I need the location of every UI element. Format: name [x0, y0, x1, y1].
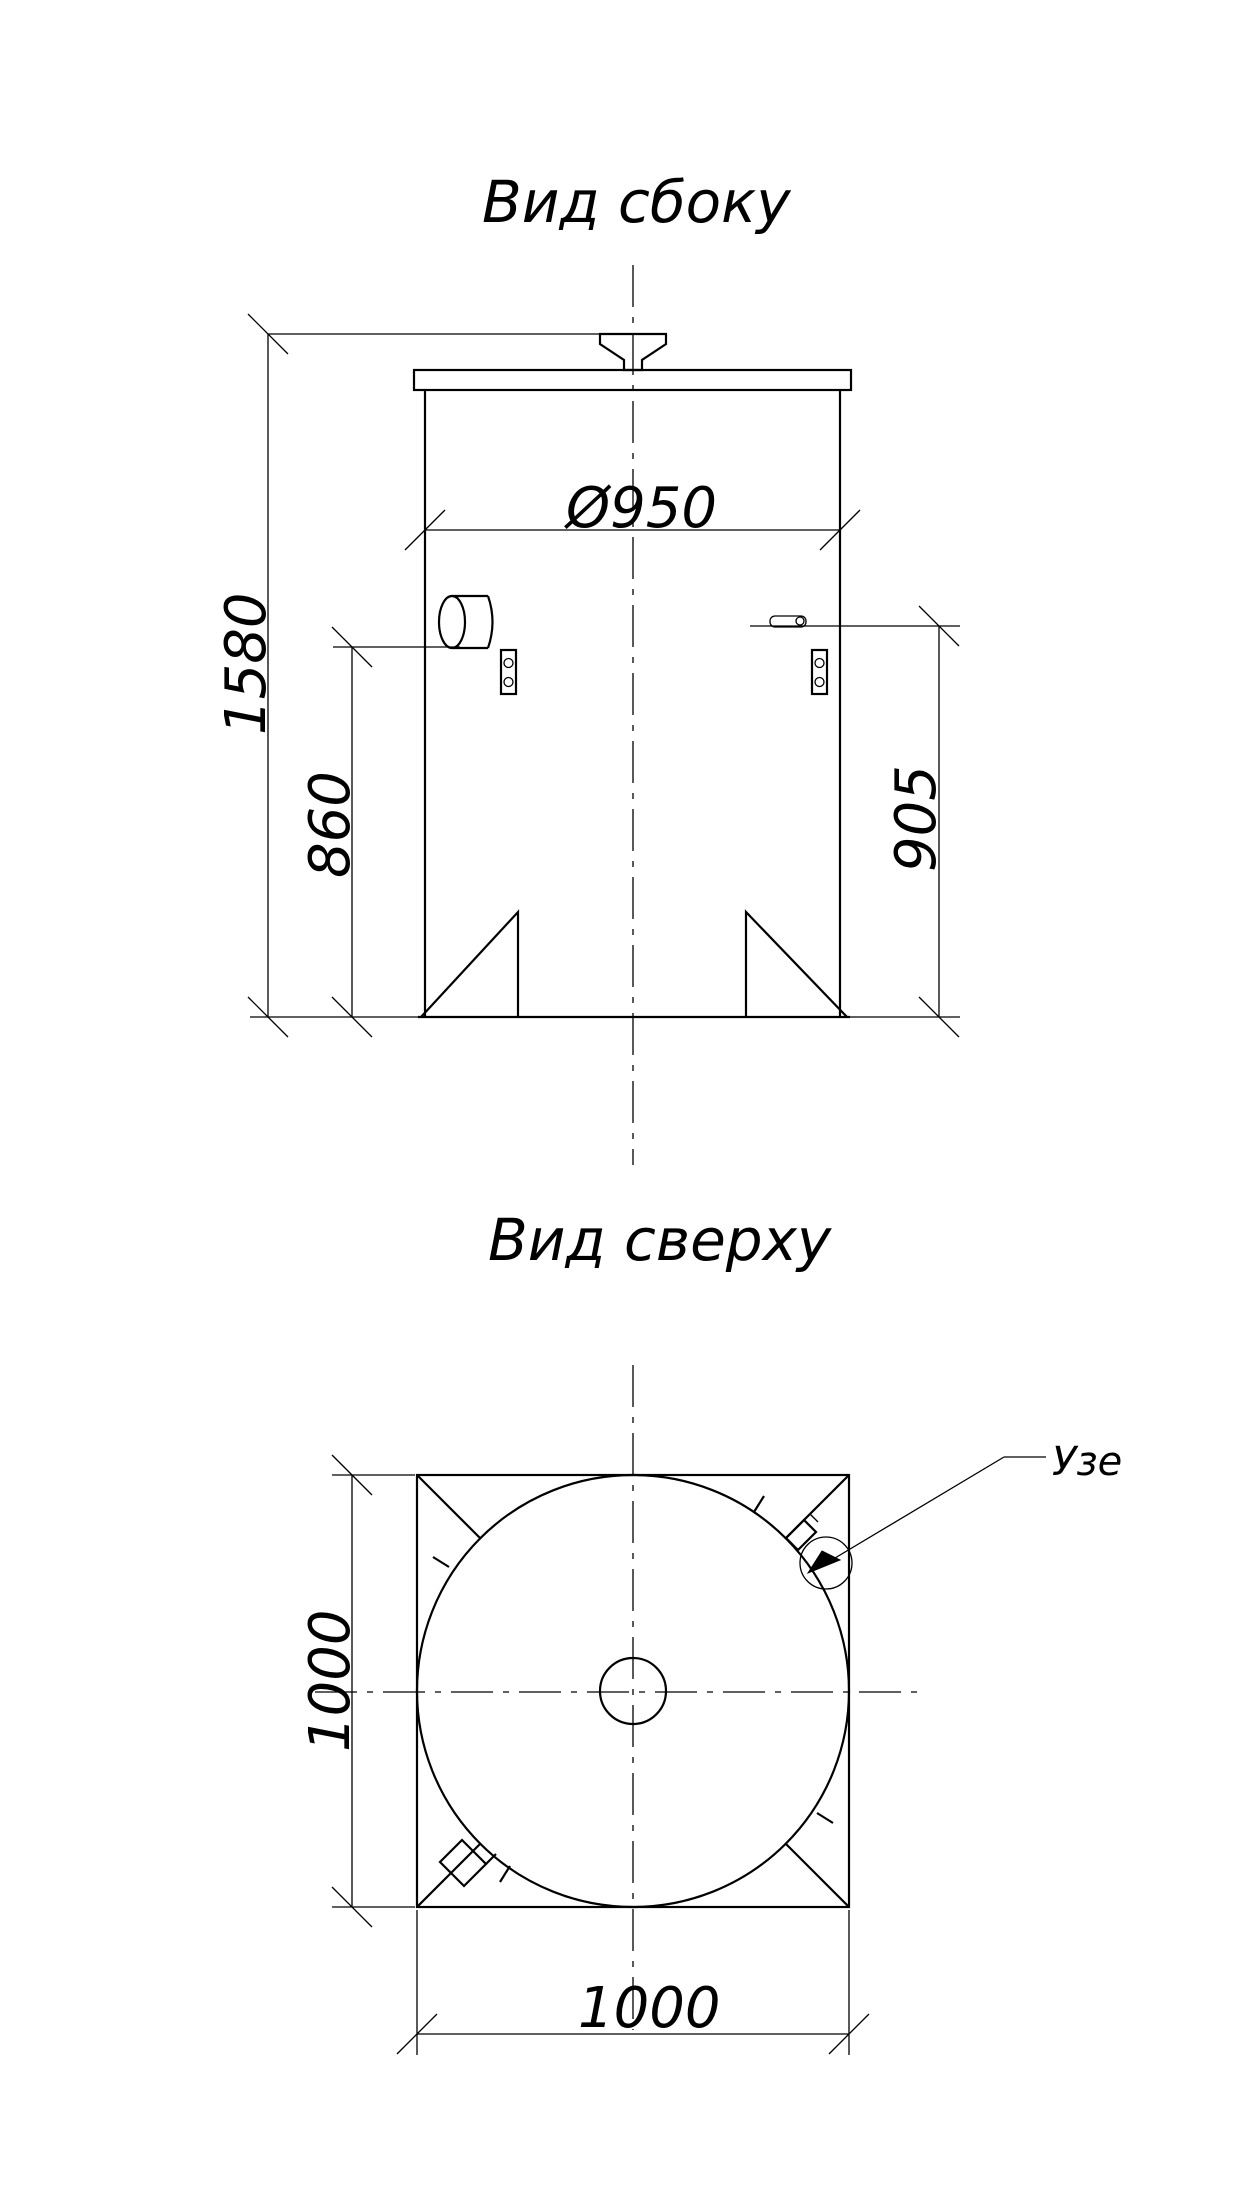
top-nozzle-tr	[784, 1513, 819, 1552]
gusset-left	[420, 909, 520, 1018]
detail-callout: Узе	[799, 1439, 1122, 1590]
lug-right	[810, 648, 829, 696]
dim-height-total-label: 1580	[214, 592, 279, 735]
lug-marks	[432, 1495, 834, 1883]
dim-diameter-label: Ø950	[564, 476, 717, 541]
corner-gusset-br	[784, 1842, 850, 1908]
dim-width: 1000	[396, 1910, 870, 2055]
dim-height-total: 1580	[214, 313, 666, 1038]
corner-gusset-bl	[416, 1842, 482, 1908]
right-nozzle	[769, 615, 807, 628]
gusset-right	[744, 909, 848, 1018]
dim-height-left-label: 860	[298, 771, 363, 878]
top-view-title: Вид сверху	[488, 1206, 832, 1274]
dim-depth-label: 1000	[298, 1609, 363, 1752]
top-nozzle-bl	[438, 1838, 497, 1888]
dim-depth: 1000	[298, 1454, 415, 1928]
dim-height-right: 905	[750, 605, 960, 1038]
tank-lid	[412, 368, 853, 392]
dim-height-left: 860	[298, 626, 460, 1038]
corner-gusset-tl	[416, 1474, 482, 1540]
inlet-opening	[598, 1656, 668, 1726]
side-view-title: Вид сбоку	[482, 168, 791, 236]
dim-diameter: Ø950	[404, 476, 861, 551]
top-view: Вид сверху	[298, 1206, 1122, 2055]
dim-width-label: 1000	[578, 1976, 721, 2041]
lug-left	[499, 648, 518, 696]
left-nozzle	[437, 594, 494, 650]
dim-height-right-label: 905	[884, 765, 949, 872]
tank-outline	[415, 1473, 851, 1909]
side-view: Вид сбоку	[214, 168, 960, 1165]
detail-callout-label: Узе	[1052, 1439, 1122, 1485]
